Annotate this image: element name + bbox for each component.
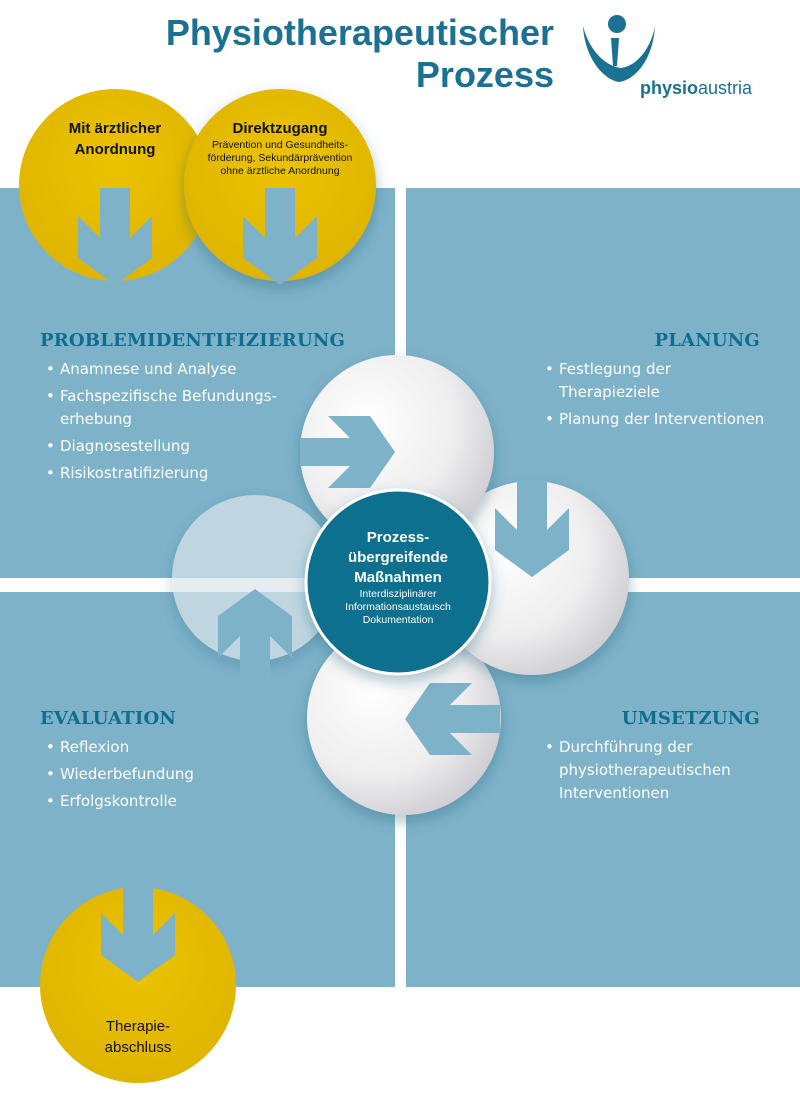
list-item: Fachspezifische Befundungs-erhebung <box>46 385 296 431</box>
evaluation-ball <box>172 495 338 661</box>
list-item: Erfolgskontrolle <box>46 790 246 813</box>
exit-line-2: abschluss <box>104 1039 172 1056</box>
planung-title: PLANUNG <box>654 330 760 351</box>
entry-left-line-2: Anordnung <box>74 141 156 158</box>
entry-circle-left <box>19 89 211 281</box>
entry-label-left: Mit ärztlicher Anordnung <box>40 118 190 160</box>
planung-ball <box>435 481 629 675</box>
list-item: Diagnosestellung <box>46 435 296 458</box>
problem-list: Anamnese und Analyse Fachspezifische Bef… <box>46 358 296 489</box>
list-item: Planung der Interventionen <box>545 408 775 431</box>
list-item: Festlegung der Therapieziele <box>545 358 709 404</box>
center-line-3: Maßnahmen <box>354 569 442 586</box>
logo-wordmark: physioaustria <box>640 78 752 99</box>
umsetzung-ball <box>307 621 501 815</box>
list-item: Wiederbefundung <box>46 763 246 786</box>
entry-right-line-2: förderung, Sekundärprävention <box>207 152 353 164</box>
entry-circle-right <box>184 89 376 281</box>
umsetzung-list: Durchführung der physiotherapeutischen I… <box>545 736 745 809</box>
up-arrow-icon <box>218 589 292 686</box>
right-arrow-icon <box>300 416 395 488</box>
down-arrow-icon <box>243 188 317 285</box>
center-circle <box>304 488 492 676</box>
entry-right-heading: Direktzugang <box>232 120 328 137</box>
down-arrow-icon <box>78 188 152 285</box>
diagram-title: Physiotherapeutischer Prozess <box>34 12 554 96</box>
exit-line-1: Therapie- <box>105 1018 171 1035</box>
entry-left-line-1: Mit ärztlicher <box>68 120 162 137</box>
list-item: Risikostratifizierung <box>46 462 296 485</box>
exit-circle <box>40 887 236 1083</box>
center-sub-2: Informationsaustausch <box>345 601 451 613</box>
center-line-2: übergreifende <box>347 549 449 566</box>
evaluation-list: Reflexion Wiederbefundung Erfolgskontrol… <box>46 736 246 817</box>
center-sub-3: Dokumentation <box>362 614 434 626</box>
entry-right-line-1: Prävention und Gesundheits- <box>211 139 348 151</box>
down-arrow-icon <box>101 885 175 982</box>
list-item: Reflexion <box>46 736 246 759</box>
list-item: Durchführung der physiotherapeutischen I… <box>545 736 745 805</box>
evaluation-title: EVALUATION <box>40 708 176 729</box>
center-label: Prozess- übergreifende Maßnahmen Interdi… <box>320 528 476 627</box>
down-arrow-icon <box>495 480 569 577</box>
logo-rest: austria <box>698 78 753 98</box>
center-sub-1: Interdisziplinärer <box>359 588 437 600</box>
problem-title: PROBLEMIDENTIFIZIERUNG <box>40 330 346 351</box>
logo-bold: physio <box>640 78 699 98</box>
planung-list: Festlegung der Therapieziele Planung der… <box>545 358 775 435</box>
entry-label-right: Direktzugang Prävention und Gesundheits-… <box>185 118 375 178</box>
title-line-2: Prozess <box>415 54 554 95</box>
center-line-1: Prozess- <box>366 529 430 546</box>
left-arrow-icon <box>405 683 500 755</box>
entry-right-line-3: ohne ärztliche Anordnung <box>220 165 340 177</box>
exit-label: Therapie- abschluss <box>78 1016 198 1058</box>
physioaustria-logo-icon <box>583 15 655 82</box>
title-line-1: Physiotherapeutischer <box>165 12 554 53</box>
umsetzung-title: UMSETZUNG <box>621 708 760 729</box>
list-item: Anamnese und Analyse <box>46 358 296 381</box>
problem-ball <box>300 355 494 549</box>
